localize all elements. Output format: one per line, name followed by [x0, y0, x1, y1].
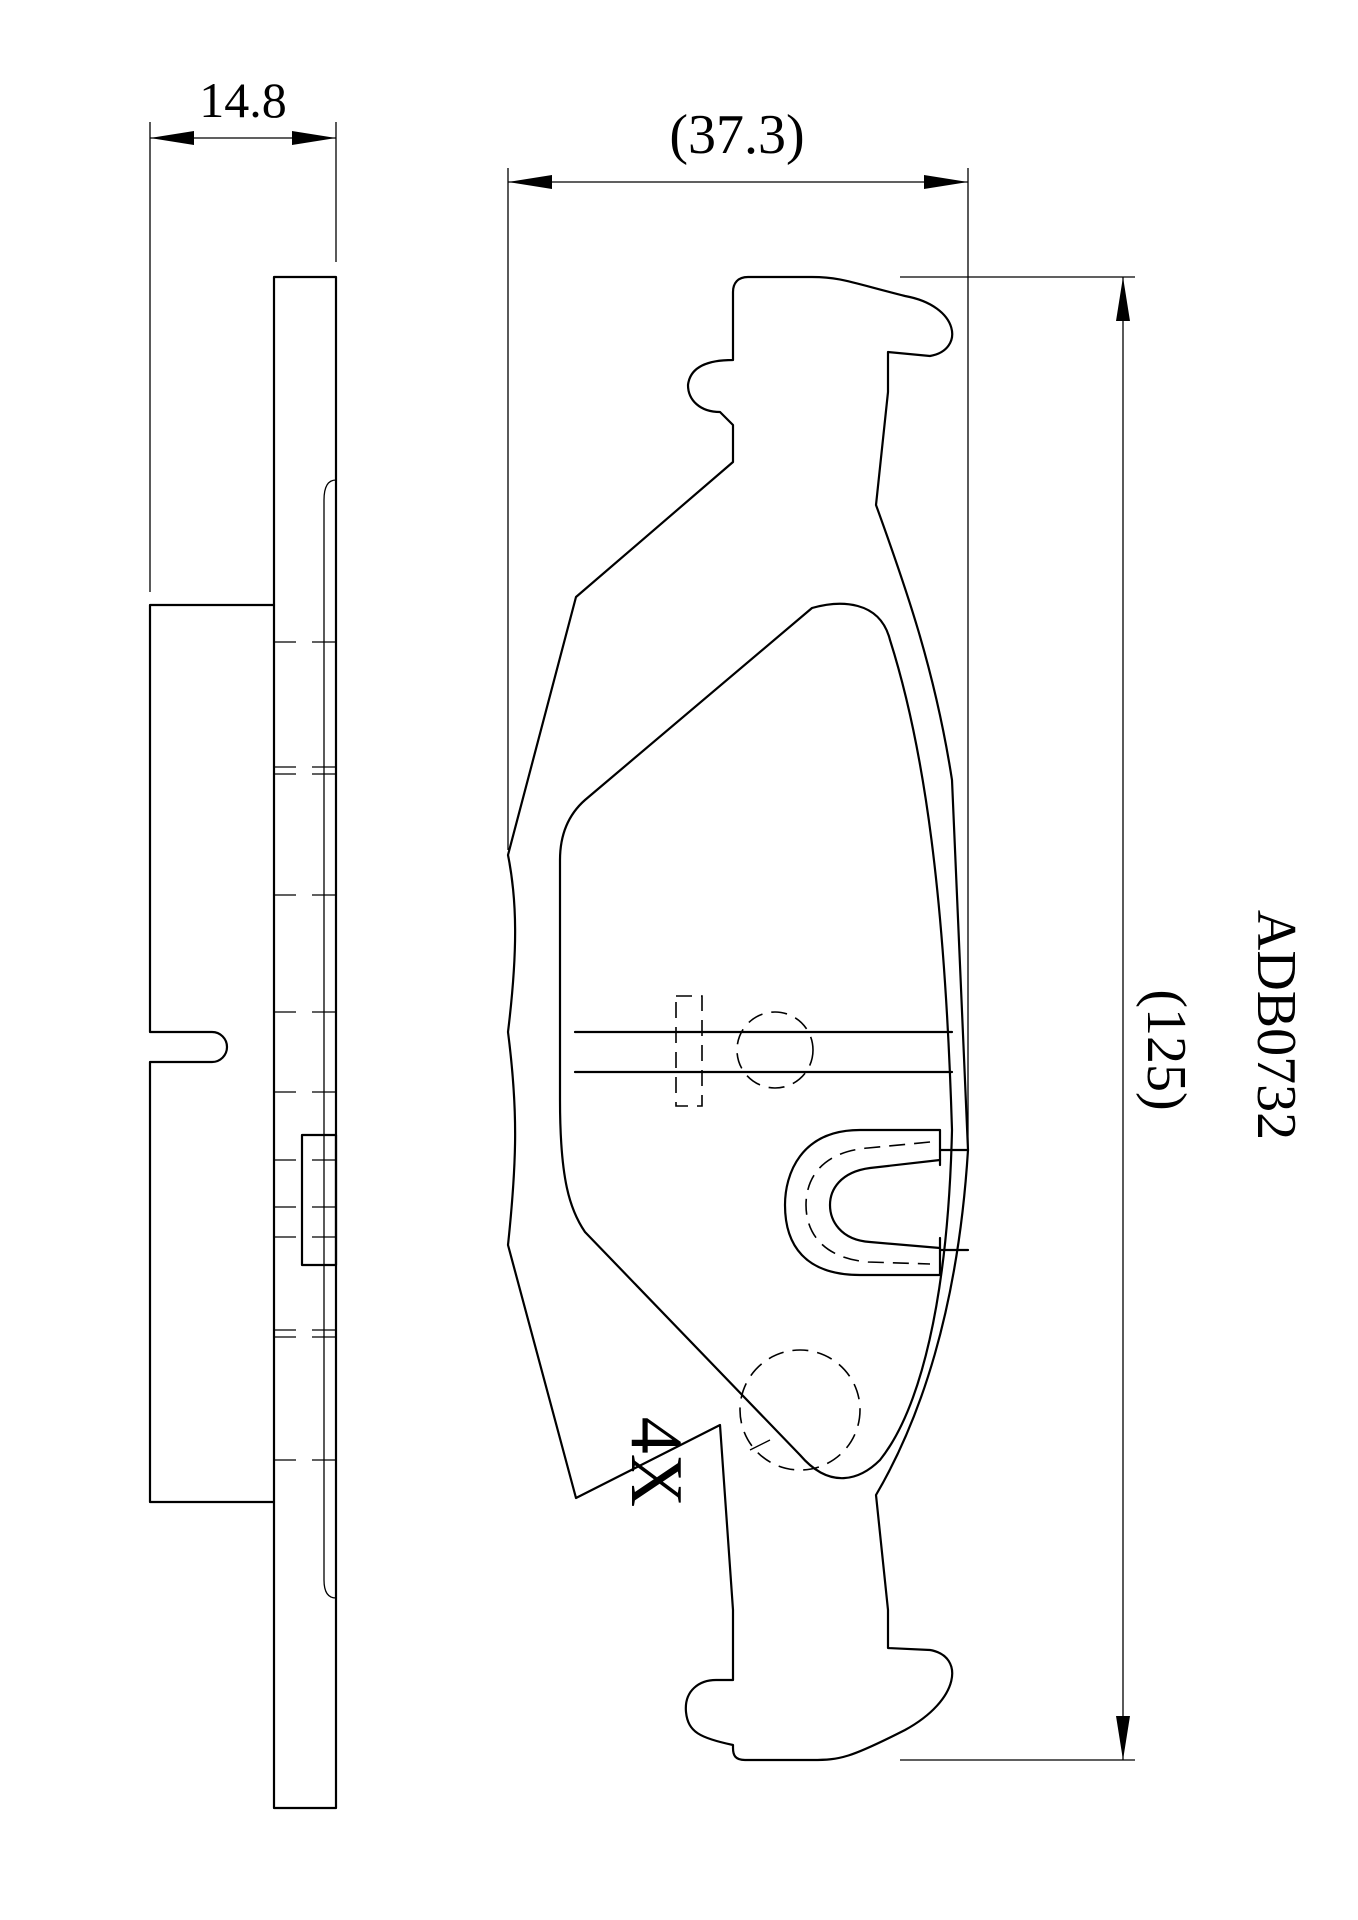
clip-cutout-inner	[828, 1158, 942, 1250]
thickness-dimension: 14.8	[149, 72, 337, 592]
width-dimension: (37.3)	[507, 104, 969, 1150]
clip-hidden-contour	[805, 1141, 931, 1265]
quantity-label: 4X	[615, 1417, 697, 1507]
inner-edge-line	[323, 479, 337, 1599]
arrow-left	[508, 175, 552, 189]
hidden-slot	[675, 995, 703, 1107]
arrow-top	[1116, 277, 1130, 321]
sensor-clip-side	[300, 1133, 338, 1267]
thickness-label: 14.8	[199, 72, 287, 128]
arrow-bottom	[1116, 1716, 1130, 1760]
part-number-label: ADB0732	[1245, 910, 1307, 1140]
hidden-hole-upper	[736, 1011, 814, 1089]
hidden-hole-lower	[739, 1349, 861, 1471]
friction-material-side	[148, 603, 276, 1504]
hole-tick	[749, 1439, 771, 1451]
length-dimension: (125)	[900, 276, 1197, 1761]
arrow-right	[924, 175, 968, 189]
arrow-left	[150, 131, 194, 145]
width-label: (37.3)	[669, 104, 804, 166]
backing-plate-side	[272, 275, 338, 1810]
arrow-right	[292, 131, 336, 145]
side-view	[148, 275, 338, 1810]
outer-plate	[506, 275, 970, 1762]
front-view-clean: 4X	[500, 250, 1020, 1810]
friction-outline	[558, 602, 954, 1480]
clip-cutout-outer	[783, 1128, 970, 1277]
length-label: (125)	[1135, 989, 1197, 1110]
side-dash-marks	[274, 641, 336, 1461]
